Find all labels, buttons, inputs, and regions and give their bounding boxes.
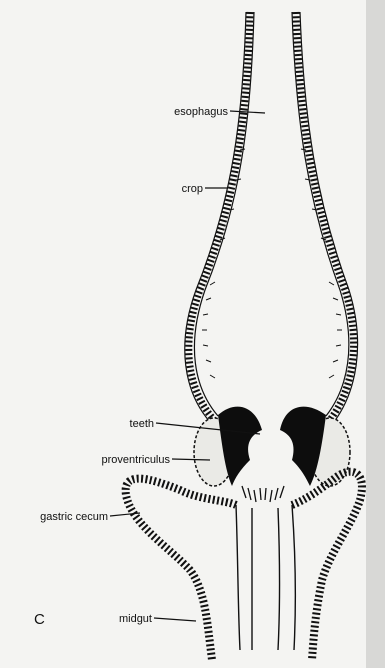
- panel-letter: C: [34, 611, 45, 628]
- crop-outer-line: [185, 12, 358, 422]
- gastric-cecum-left: [126, 479, 236, 660]
- gastric-cecum-right: [292, 472, 362, 660]
- midgut-left-tube: [236, 505, 252, 650]
- crop-hairs: [202, 149, 342, 378]
- crop-outer-wall: [189, 12, 354, 420]
- label-crop: crop: [182, 183, 203, 195]
- label-teeth: teeth: [130, 418, 154, 430]
- label-gastric-cecum: gastric cecum: [40, 511, 108, 523]
- label-proventriculus: proventriculus: [102, 454, 171, 466]
- label-midgut: midgut: [119, 613, 152, 625]
- leader-midgut: [154, 618, 196, 621]
- leader-gastric-cecum: [110, 513, 140, 516]
- midgut-right-tube: [278, 505, 295, 650]
- page-edge-shadow: [366, 0, 385, 668]
- label-esophagus: esophagus: [174, 106, 228, 118]
- valve-fringe: [242, 486, 284, 502]
